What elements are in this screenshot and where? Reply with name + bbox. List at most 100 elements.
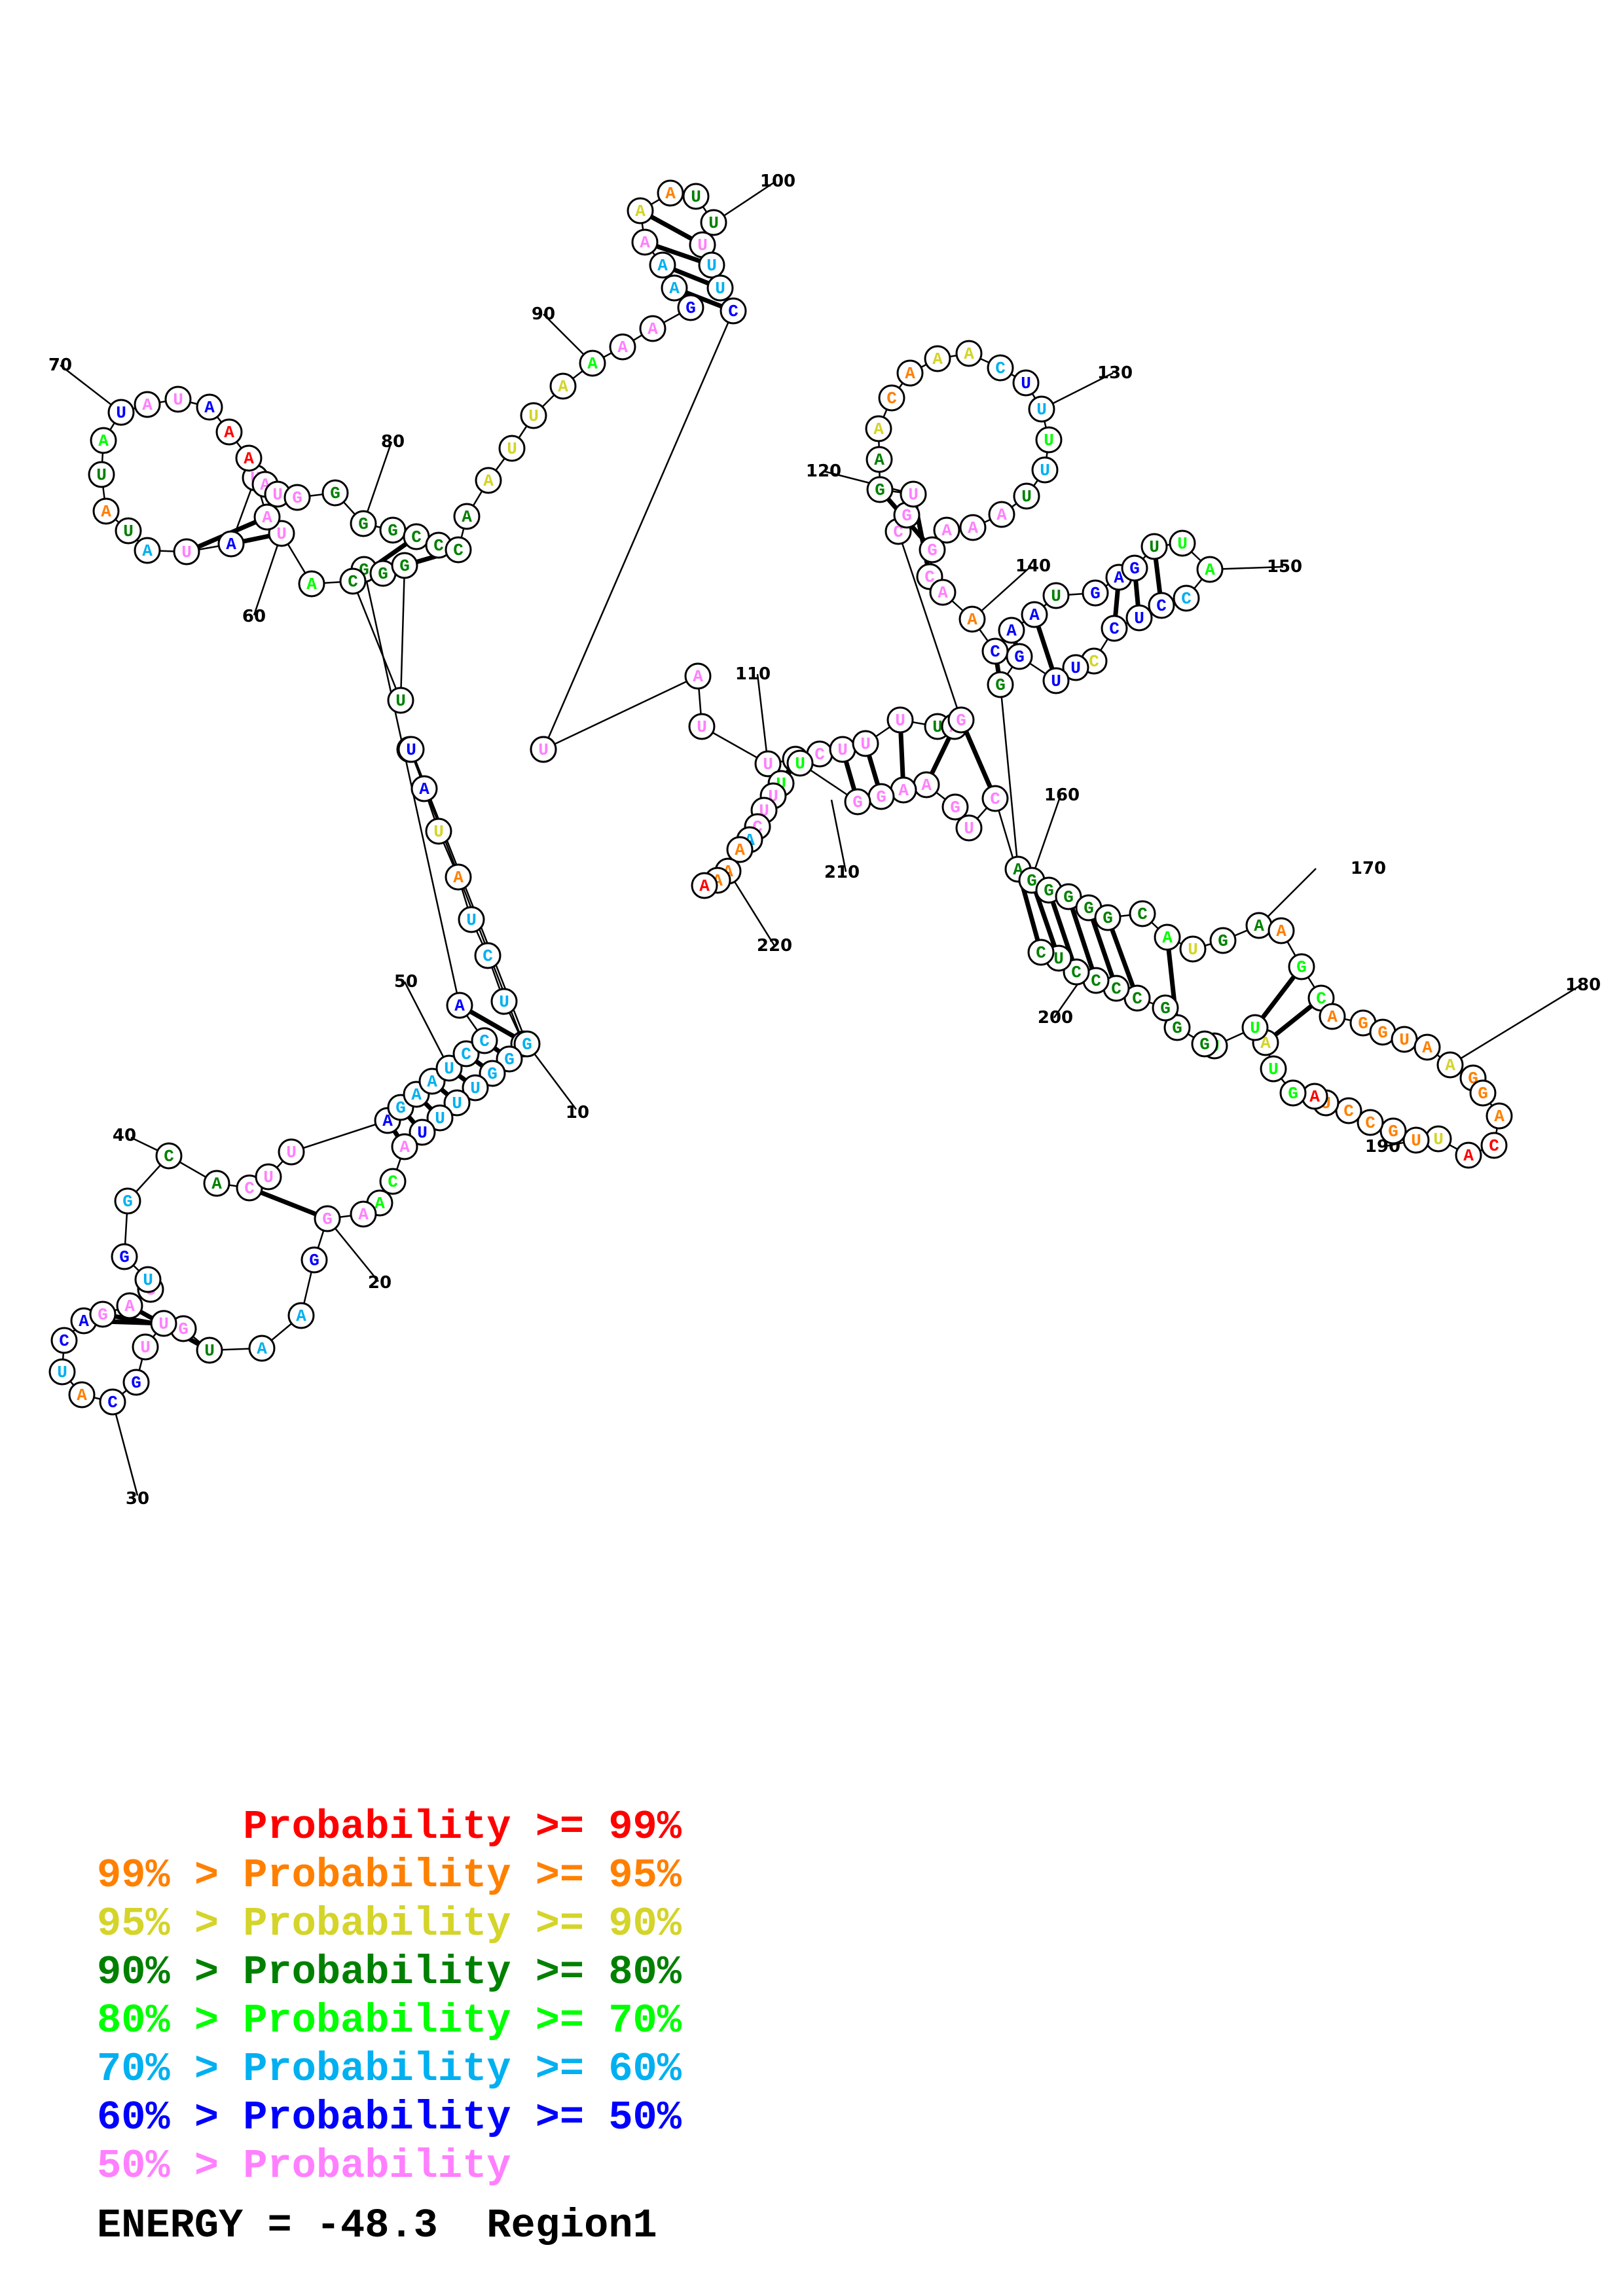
nucleotide-188: C xyxy=(1357,1109,1384,1136)
nucleotide-65: A xyxy=(134,537,161,564)
nucleotide-114: U xyxy=(886,706,914,734)
nucleotide-letter: G xyxy=(1090,584,1101,603)
nucleotide-letter: A xyxy=(98,431,109,451)
nucleotide-circle xyxy=(321,479,349,507)
nucleotide-85: A xyxy=(453,503,481,530)
nucleotide-letter: U xyxy=(143,1270,153,1290)
nucleotide-circle xyxy=(1152,994,1179,1022)
nucleotide-circle xyxy=(1021,601,1048,628)
nucleotide-letter: A xyxy=(1205,560,1215,580)
nucleotide-113: U xyxy=(852,730,879,757)
nucleotide-circle xyxy=(900,480,927,508)
nucleotide-letter: G xyxy=(1296,958,1307,977)
nucleotide-12: G xyxy=(479,1060,506,1087)
nucleotide-letter: C xyxy=(728,302,739,321)
position-label-100: 100 xyxy=(760,171,795,191)
nucleotide-circle xyxy=(115,517,142,545)
nucleotide-letter: A xyxy=(306,575,317,594)
nucleotide-90: A xyxy=(579,350,606,377)
nucleotide-letter: U xyxy=(1021,487,1032,507)
nucleotide-66: U xyxy=(115,517,142,545)
nucleotide-28: U xyxy=(132,1333,159,1361)
nucleotide-letter: U xyxy=(1070,658,1081,678)
base-pair-bond xyxy=(649,215,693,241)
nucleotide-33: C xyxy=(50,1327,78,1354)
nucleotide-letter: C xyxy=(1489,1136,1499,1156)
nucleotide-14: U xyxy=(443,1089,471,1117)
nucleotide-circle xyxy=(391,1133,418,1160)
nucleotide-157: U xyxy=(1042,667,1070,694)
nucleotide-circle xyxy=(474,942,501,969)
nucleotide-letter: U xyxy=(1399,1030,1410,1050)
nucleotide-130: U xyxy=(1028,395,1055,423)
nucleotide-184: A xyxy=(1455,1141,1482,1169)
nucleotide-99: U xyxy=(682,183,710,210)
nucleotide-letter: A xyxy=(967,610,977,630)
nucleotide-letter: A xyxy=(964,344,974,364)
nucleotide-80: G xyxy=(350,510,377,537)
base-pair-bond xyxy=(1133,580,1140,606)
nucleotide-letter: U xyxy=(1188,940,1198,960)
nucleotide-circle xyxy=(99,1388,126,1416)
nucleotide-letter: G xyxy=(956,711,966,730)
nucleotide-98: A xyxy=(657,179,684,207)
nucleotide-circle xyxy=(1288,953,1315,980)
nucleotide-letter: A xyxy=(1162,928,1173,948)
nucleotide-123: A xyxy=(865,415,892,442)
nucleotide-circle xyxy=(1357,1109,1384,1136)
nucleotide-70: U xyxy=(107,399,135,426)
nucleotide-letter: A xyxy=(1260,1033,1271,1053)
nucleotide-145: G xyxy=(1082,579,1109,607)
nucleotide-131: U xyxy=(1035,426,1063,454)
nucleotide-letter: A xyxy=(142,541,153,561)
nucleotide-circle xyxy=(217,530,245,558)
nucleotide-circle xyxy=(1267,917,1295,944)
backbone-segment xyxy=(399,565,406,701)
nucleotide-87: U xyxy=(498,435,526,462)
position-tick-line xyxy=(727,870,776,946)
nucleotide-letter: U xyxy=(1250,1018,1260,1038)
nucleotide-letter: U xyxy=(204,1341,215,1361)
nucleotide-letter: U xyxy=(691,187,701,207)
position-label-120: 120 xyxy=(806,461,841,481)
nucleotide-25: U xyxy=(196,1336,223,1364)
nucleotide-letter: U xyxy=(1268,1060,1279,1079)
nucleotide-circle xyxy=(865,415,892,442)
nucleotide-letter: A xyxy=(898,781,909,800)
nucleotide-193: U xyxy=(1260,1055,1287,1083)
nucleotide-circle xyxy=(1042,667,1070,694)
nucleotide-181: G xyxy=(1469,1079,1497,1107)
nucleotide-circle xyxy=(924,345,951,372)
nucleotide-letter: U xyxy=(964,819,974,838)
nucleotide-210: A xyxy=(890,776,917,804)
nucleotide-circle xyxy=(844,788,871,816)
nucleotide-4: C xyxy=(474,942,501,969)
position-label-170: 170 xyxy=(1351,859,1386,878)
nucleotide-circle xyxy=(955,814,983,842)
nucleotide-letter: U xyxy=(466,910,477,930)
nucleotide-circle xyxy=(475,467,502,494)
nucleotide-51: C xyxy=(452,1040,480,1067)
nucleotide-letter: U xyxy=(417,1123,428,1143)
nucleotide-circle xyxy=(688,713,716,740)
nucleotide-circle xyxy=(298,570,325,598)
nucleotide-letter: U xyxy=(1433,1130,1444,1149)
nucleotide-222: A xyxy=(691,872,718,899)
nucleotide-103: U xyxy=(706,274,734,302)
position-tick-line xyxy=(111,1401,139,1496)
backbone-segment xyxy=(291,1119,388,1153)
nucleotide-letter: A xyxy=(296,1306,306,1326)
nucleotide-55: G xyxy=(369,560,397,587)
nucleotide-circle xyxy=(155,1142,183,1170)
nucleotide-letter: G xyxy=(1388,1122,1398,1141)
nucleotide-50: U xyxy=(435,1054,463,1082)
nucleotide-letter: A xyxy=(483,471,494,491)
nucleotide-circle xyxy=(426,1104,454,1132)
nucleotide-158: G xyxy=(1006,643,1033,670)
nucleotide-circle xyxy=(278,1138,305,1166)
nucleotide-150: A xyxy=(1196,556,1224,583)
nucleotide-circle xyxy=(107,399,135,426)
nucleotide-199: G xyxy=(1152,994,1179,1022)
nucleotide-circle xyxy=(196,1336,223,1364)
